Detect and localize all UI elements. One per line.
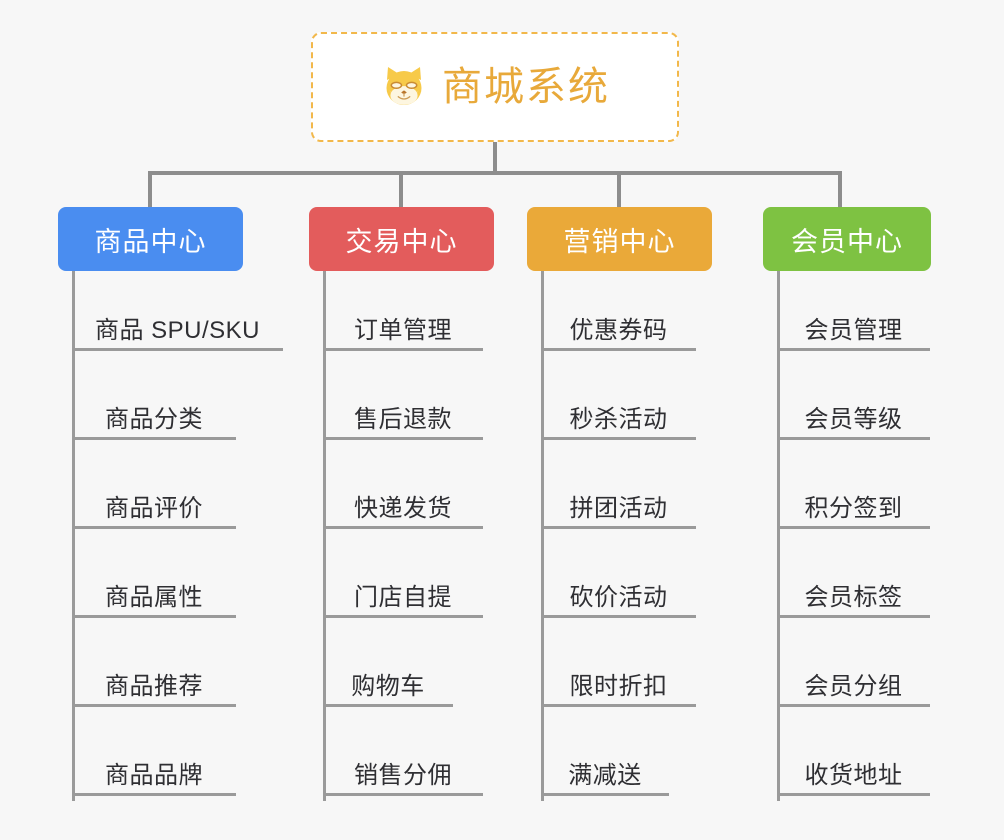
category-header-1-label: 商品中心 — [94, 226, 207, 257]
category-header-3-label: 营销中心 — [563, 226, 676, 257]
connector-drop-3 — [617, 171, 621, 209]
leaf-label: 秒杀活动 — [569, 406, 668, 433]
leaf-item[interactable]: 积分签到 — [777, 440, 930, 529]
leaf-item[interactable]: 快递发货 — [323, 440, 483, 529]
leaf-label: 积分签到 — [804, 495, 903, 522]
leaf-item[interactable]: 满减送 — [541, 707, 669, 796]
leaf-item[interactable]: 优惠券码 — [541, 282, 696, 351]
leaf-item[interactable]: 秒杀活动 — [541, 351, 696, 440]
leaf-item[interactable]: 会员管理 — [777, 282, 930, 351]
connector-root-stem — [493, 142, 497, 175]
leaf-label: 会员分组 — [804, 673, 903, 700]
category-header-3[interactable]: 营销中心 — [527, 207, 712, 271]
leaf-item[interactable]: 商品评价 — [72, 440, 236, 529]
category-header-1[interactable]: 商品中心 — [58, 207, 243, 271]
leaf-label: 优惠券码 — [569, 317, 668, 344]
leaf-label: 拼团活动 — [569, 495, 668, 522]
branch-spine-2 — [323, 271, 326, 801]
leaf-label: 商品分类 — [105, 406, 203, 433]
leaf-label: 商品属性 — [105, 584, 203, 611]
root-node-card[interactable]: 商城系统 — [311, 32, 679, 142]
leaf-label: 会员标签 — [804, 584, 903, 611]
leaf-label: 商品 SPU/SKU — [94, 317, 261, 344]
leaf-item[interactable]: 收货地址 — [777, 707, 930, 796]
leaf-item[interactable]: 商品属性 — [72, 529, 236, 618]
category-header-4-label: 会员中心 — [791, 226, 903, 257]
leaf-item[interactable]: 砍价活动 — [541, 529, 696, 618]
leaf-label: 销售分佣 — [354, 762, 452, 789]
leaf-item[interactable]: 拼团活动 — [541, 440, 696, 529]
leaf-item[interactable]: 会员分组 — [777, 618, 930, 707]
category-header-2[interactable]: 交易中心 — [309, 207, 494, 271]
leaf-label: 订单管理 — [354, 317, 452, 344]
leaf-item[interactable]: 商品品牌 — [72, 707, 236, 796]
category-header-2-label: 交易中心 — [345, 226, 458, 257]
leaf-item[interactable]: 售后退款 — [323, 351, 483, 440]
leaf-label: 会员等级 — [804, 406, 903, 433]
leaf-item[interactable]: 商品推荐 — [72, 618, 236, 707]
leaf-label: 商品品牌 — [105, 762, 203, 789]
leaf-label: 商品推荐 — [105, 673, 203, 700]
leaf-item[interactable]: 会员等级 — [777, 351, 930, 440]
leaf-label: 满减送 — [568, 762, 642, 789]
connector-horizontal-bus — [148, 171, 842, 175]
leaf-item[interactable]: 购物车 — [323, 618, 453, 707]
leaf-label: 收货地址 — [804, 762, 903, 789]
connector-drop-1 — [148, 171, 152, 209]
branch-spine-1 — [72, 271, 75, 801]
leaf-item[interactable]: 商品分类 — [72, 351, 236, 440]
leaf-label: 会员管理 — [804, 317, 903, 344]
connector-drop-2 — [399, 171, 403, 209]
leaf-label: 快递发货 — [354, 495, 452, 522]
leaf-item[interactable]: 会员标签 — [777, 529, 930, 618]
leaf-item[interactable]: 订单管理 — [323, 282, 483, 351]
leaf-item[interactable]: 限时折扣 — [541, 618, 696, 707]
branch-spine-4 — [777, 271, 780, 801]
leaf-label: 门店自提 — [354, 584, 452, 611]
root-title: 商城系统 — [442, 65, 610, 109]
branch-spine-3 — [541, 271, 544, 801]
shiba-dog-icon — [380, 63, 428, 111]
leaf-item[interactable]: 商品 SPU/SKU — [72, 282, 283, 351]
leaf-item[interactable]: 销售分佣 — [323, 707, 483, 796]
connector-drop-4 — [838, 171, 842, 209]
leaf-item[interactable]: 门店自提 — [323, 529, 483, 618]
leaf-label: 商品评价 — [105, 495, 203, 522]
leaf-label: 限时折扣 — [569, 673, 668, 700]
leaf-label: 砍价活动 — [569, 584, 668, 611]
leaf-label: 售后退款 — [354, 406, 452, 433]
category-header-4[interactable]: 会员中心 — [763, 207, 931, 271]
leaf-label: 购物车 — [351, 673, 425, 700]
